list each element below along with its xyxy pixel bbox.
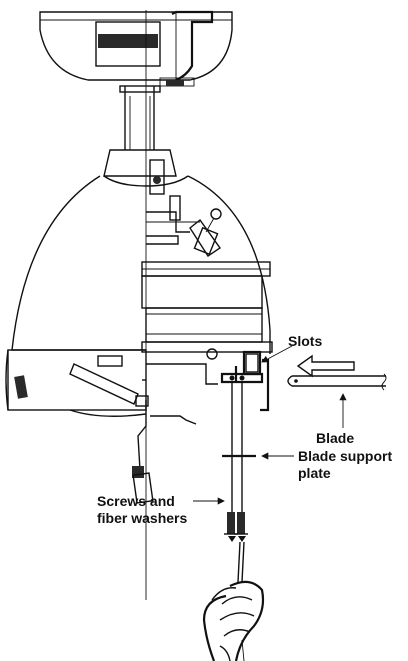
label-screws-2: fiber washers (97, 510, 187, 526)
dome-housing (11, 175, 271, 354)
switch-bracket (146, 208, 222, 257)
blade (287, 373, 387, 391)
label-blade-support-plate-2: plate (298, 465, 331, 481)
label-blade: Blade (316, 430, 354, 446)
label-screws-1: Screws and (97, 493, 175, 509)
down-rod (119, 85, 161, 150)
label-slots: Slots (288, 333, 322, 349)
leader-lines (193, 345, 347, 505)
hand (202, 580, 265, 661)
switch-housing (5, 349, 218, 417)
label-blade-support-plate-1: Blade support (298, 448, 392, 464)
blade-bracket (220, 350, 270, 412)
motor (141, 261, 273, 360)
mounting-screws (222, 382, 256, 542)
insertion-arrow (296, 354, 355, 378)
ceiling-canopy (39, 10, 233, 87)
slots-leader (261, 345, 293, 363)
motor-housing-upper (103, 149, 189, 221)
pull-chain (132, 395, 197, 504)
screwdriver (237, 541, 245, 583)
